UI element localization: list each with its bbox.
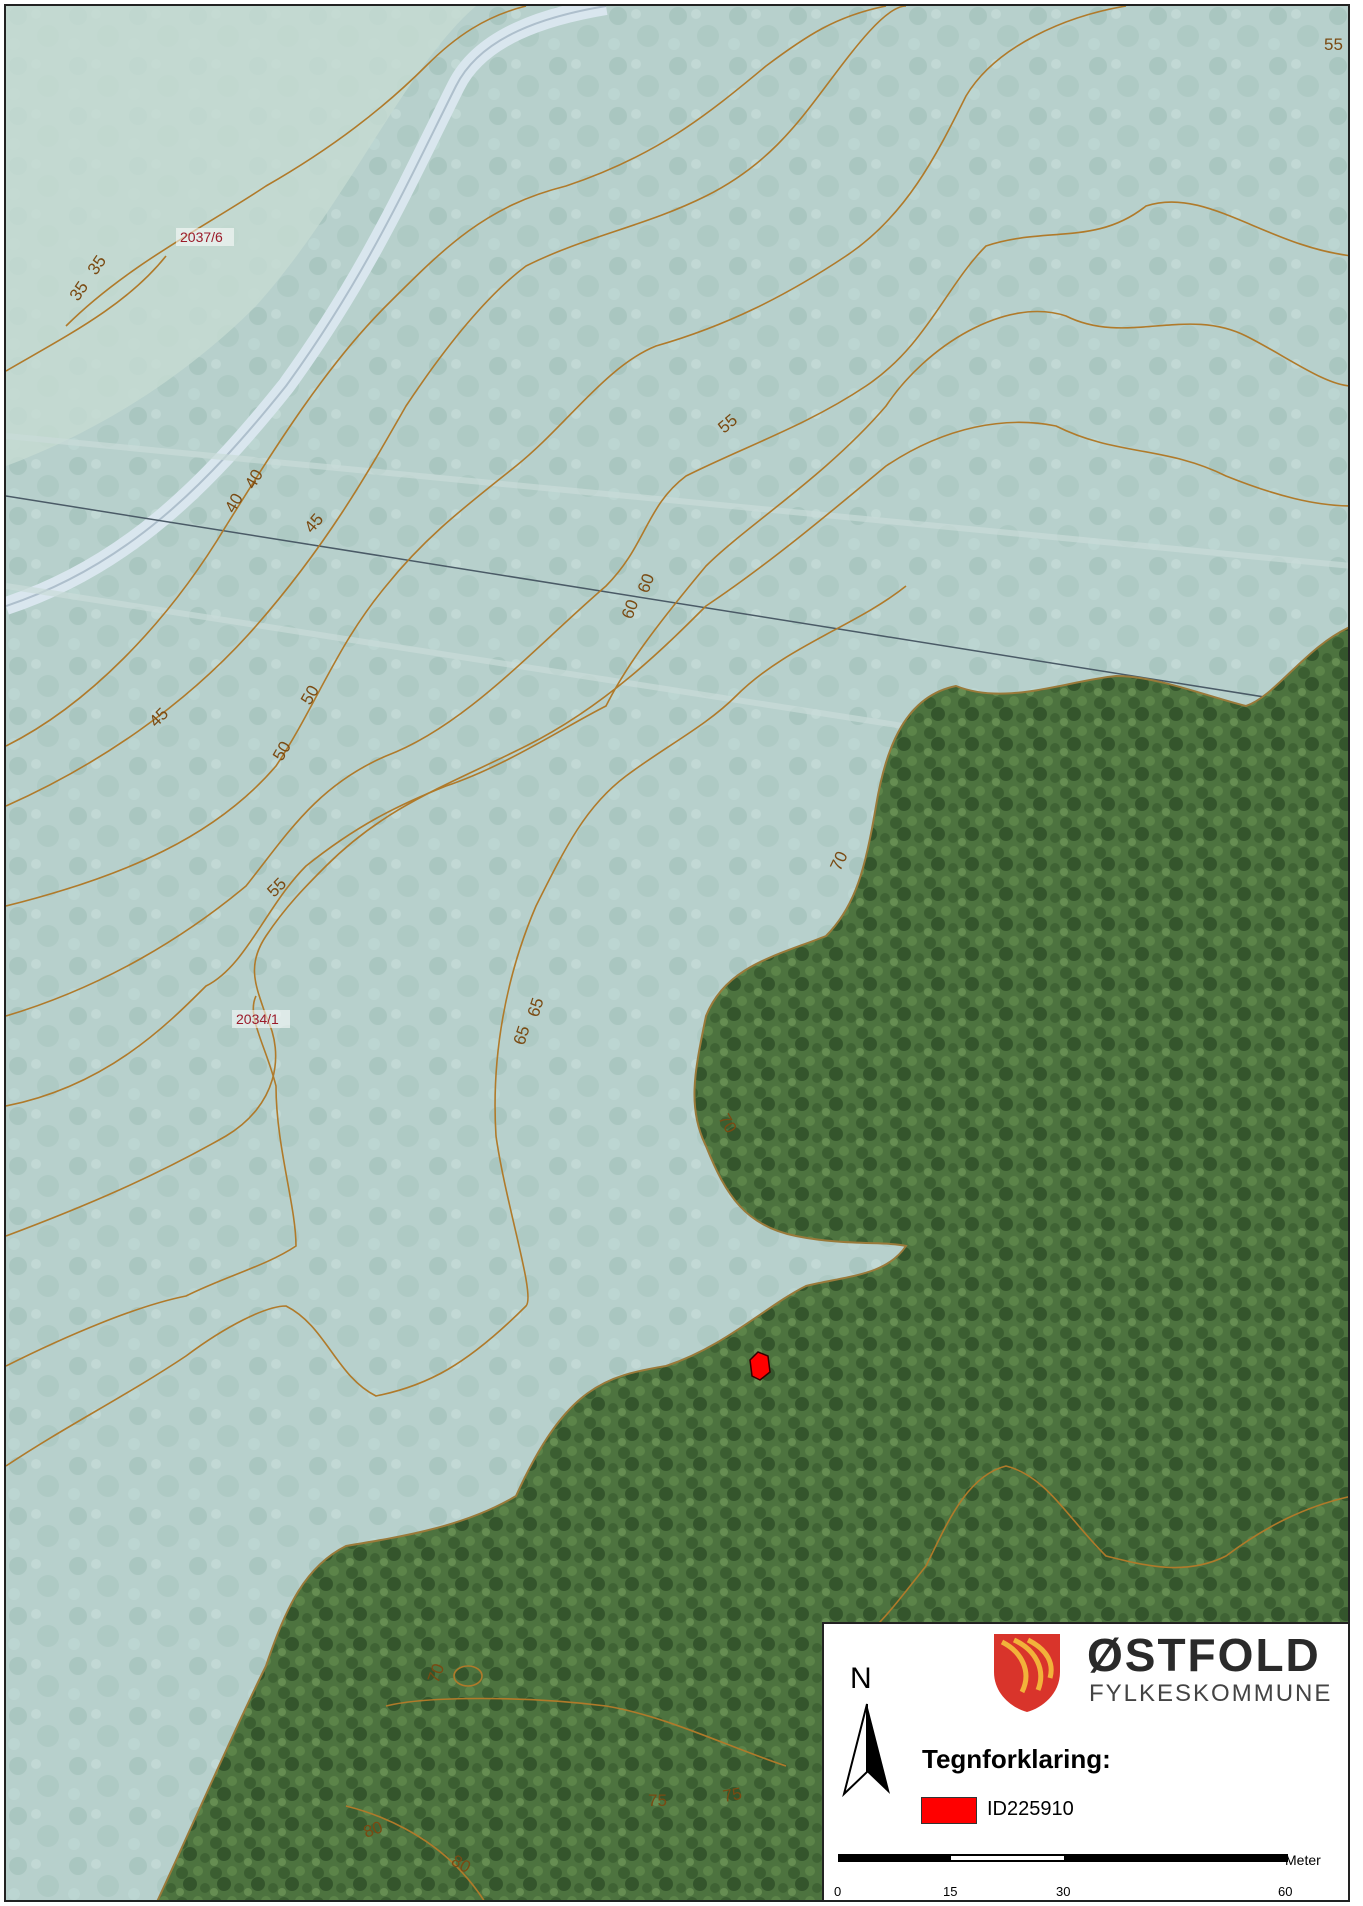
legend-swatch (921, 1797, 977, 1824)
parcel-label: 2037/6 (180, 229, 223, 245)
org-subtitle: FYLKESKOMMUNE (1089, 1680, 1333, 1707)
contour-label: 65 (524, 995, 548, 1019)
scale-bar (838, 1854, 1288, 1862)
scale-tick-label: 15 (943, 1884, 958, 1899)
parcel-label-group: 2037/6 2034/1 (176, 228, 290, 1028)
scale-tick-label: 30 (1056, 1884, 1071, 1899)
scale-unit: Meter (1285, 1852, 1321, 1868)
legend-panel: N ØSTFOLD FYLKESKOMMUNE Tegnforklaring: … (822, 1622, 1348, 1900)
contour-lines (6, 6, 1348, 1900)
power-line (6, 495, 1348, 712)
north-arrow-icon (842, 1703, 890, 1798)
feature-polygon-id225910[interactable] (749, 1351, 771, 1381)
parcel-label: 2034/1 (236, 1011, 279, 1027)
road-edge (6, 6, 607, 607)
forest-area[interactable] (156, 626, 1350, 1902)
scale-tick-label: 0 (834, 1884, 842, 1899)
field-area (6, 6, 476, 466)
map-frame[interactable]: 55 35 35 40 40 45 45 50 50 55 55 60 60 6… (4, 4, 1350, 1902)
parcel-label-bg (232, 1010, 290, 1028)
org-title: ØSTFOLD (1087, 1629, 1321, 1681)
ostfold-shield-logo (994, 1634, 1060, 1712)
north-label: N (850, 1662, 872, 1695)
contour-label: 65 (510, 1023, 534, 1047)
map-canvas[interactable]: 55 35 35 40 40 45 45 50 50 55 55 60 60 6… (6, 6, 1350, 1902)
parcel-label-bg (176, 228, 234, 246)
contour-label: 55 (1324, 35, 1343, 54)
contour-label: 75 (648, 1791, 667, 1810)
legend-item-label: ID225910 (987, 1798, 1074, 1820)
legend-heading: Tegnforklaring: (922, 1744, 1111, 1774)
scale-tick-label: 60 (1278, 1884, 1293, 1899)
contour-label: 75 (721, 1784, 743, 1806)
